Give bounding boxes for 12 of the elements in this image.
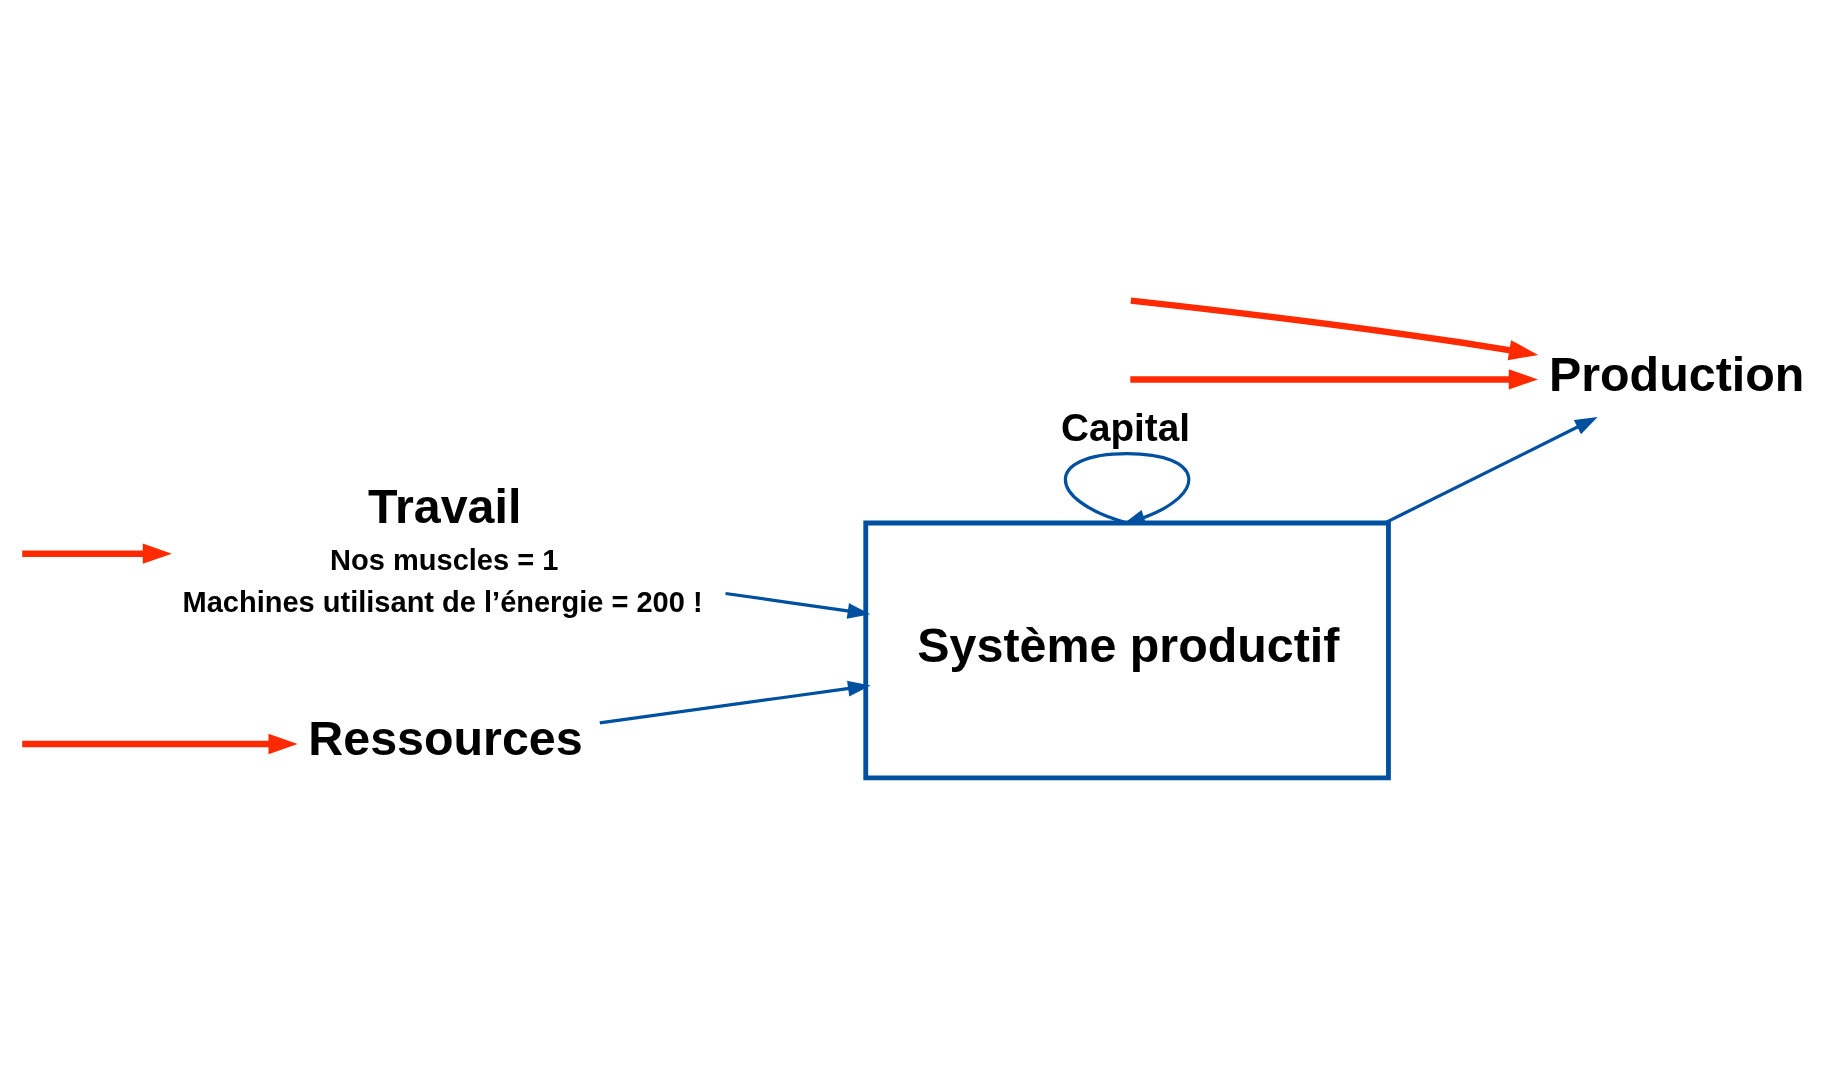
node-text: Ressources — [308, 710, 583, 765]
node-text: Travail — [368, 478, 522, 533]
arrow — [1130, 296, 1539, 360]
node-box: Système productif — [863, 520, 1391, 780]
arrow — [725, 591, 871, 619]
node-label: Machines utilisant de l’énergie = 200 ! — [182, 585, 703, 618]
arrow — [1384, 416, 1598, 524]
node-text: Production — [1548, 346, 1805, 401]
arrow — [1130, 368, 1538, 390]
arrow — [599, 680, 871, 724]
edge-label: Capital — [1060, 405, 1190, 449]
node-label: Nos muscles = 1 — [330, 543, 559, 576]
